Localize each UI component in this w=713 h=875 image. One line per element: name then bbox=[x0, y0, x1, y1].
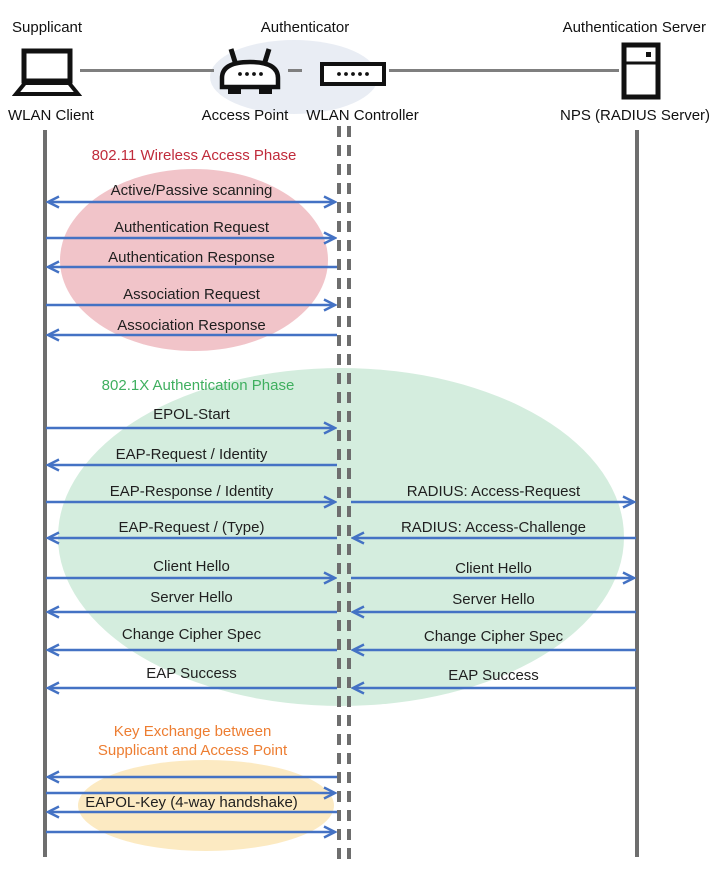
message-label: Authentication Request bbox=[113, 219, 270, 236]
message-label: EAPOL-Key (4-way handshake) bbox=[85, 794, 298, 811]
message-arrow-right bbox=[46, 230, 337, 246]
connector-line bbox=[288, 69, 302, 72]
message-label: EPOL-Start bbox=[153, 406, 230, 423]
message-arrow-left bbox=[46, 604, 337, 620]
message-arrow-both bbox=[46, 194, 337, 210]
message-label: EAP-Response / Identity bbox=[109, 483, 274, 500]
phase-title-8021x: 802.1X Authentication Phase bbox=[101, 377, 295, 394]
message-label: Active/Passive scanning bbox=[110, 182, 273, 199]
device-wlan-client: WLAN Client bbox=[8, 107, 94, 124]
message-arrow-right bbox=[46, 420, 337, 436]
message-label: Client Hello bbox=[455, 560, 532, 577]
message-label: EAP Success bbox=[146, 665, 237, 682]
message-arrow-right bbox=[46, 297, 337, 313]
server-icon bbox=[621, 42, 661, 100]
message-label: Association Response bbox=[117, 317, 266, 334]
device-wlan-controller: WLAN Controller bbox=[306, 107, 419, 124]
message-arrow-left bbox=[351, 680, 636, 696]
message-arrow-left bbox=[46, 457, 337, 473]
message-arrow-left bbox=[46, 680, 337, 696]
device-access-point: Access Point bbox=[201, 107, 289, 124]
role-authentication-server: Authentication Server bbox=[562, 19, 706, 36]
message-label: EAP-Request / (Type) bbox=[118, 519, 265, 536]
message-arrow-right bbox=[46, 494, 337, 510]
connector-line bbox=[80, 69, 214, 72]
lifeline-supplicant bbox=[43, 130, 47, 857]
message-arrow-left bbox=[351, 604, 636, 620]
wlan-controller-icon bbox=[320, 62, 386, 86]
phase-title-80211: 802.11 Wireless Access Phase bbox=[91, 147, 297, 164]
message-arrow-left bbox=[351, 530, 636, 546]
phase-80211-ellipse bbox=[60, 169, 328, 351]
lifeline-auth-server bbox=[635, 130, 639, 857]
message-arrow-left bbox=[46, 259, 337, 275]
role-supplicant: Supplicant bbox=[12, 19, 83, 36]
message-arrow-right bbox=[46, 824, 337, 840]
message-label: EAP-Request / Identity bbox=[115, 446, 268, 463]
message-label: Server Hello bbox=[452, 591, 535, 608]
message-label: EAP Success bbox=[448, 667, 539, 684]
message-arrow-left bbox=[46, 642, 337, 658]
lifeline-controller-left bbox=[337, 126, 341, 859]
device-nps-radius-server: NPS (RADIUS Server) bbox=[560, 107, 711, 124]
phase-title-key-exchange-line1: Key Exchange between bbox=[113, 723, 272, 740]
lifeline-controller-right bbox=[347, 126, 351, 859]
phase-key-exchange-ellipse bbox=[78, 760, 334, 851]
message-label: Change Cipher Spec bbox=[121, 626, 262, 643]
message-label: RADIUS: Access-Challenge bbox=[400, 519, 587, 536]
connector-line bbox=[389, 69, 619, 72]
message-label: RADIUS: Access-Request bbox=[406, 483, 581, 500]
message-label: Server Hello bbox=[150, 589, 233, 606]
message-arrow-left bbox=[46, 769, 337, 785]
message-arrow-right bbox=[351, 570, 636, 586]
message-arrow-right bbox=[46, 570, 337, 586]
message-label: Client Hello bbox=[153, 558, 230, 575]
role-authenticator: Authenticator bbox=[260, 19, 350, 36]
message-arrow-left bbox=[351, 642, 636, 658]
message-arrow-left bbox=[46, 530, 337, 546]
message-arrow-right bbox=[46, 785, 337, 801]
message-label: Authentication Response bbox=[108, 249, 275, 266]
phase-title-key-exchange-line2: Supplicant and Access Point bbox=[97, 742, 288, 759]
laptop-icon bbox=[12, 48, 82, 96]
access-point-icon bbox=[219, 48, 281, 94]
message-arrow-left bbox=[46, 327, 337, 343]
message-label: Association Request bbox=[123, 286, 260, 303]
message-arrow-right bbox=[351, 494, 636, 510]
message-label: Change Cipher Spec bbox=[423, 628, 564, 645]
message-arrow-left bbox=[46, 804, 337, 820]
phase-title-key-exchange: Key Exchange between Supplicant and Acce… bbox=[60, 722, 325, 760]
